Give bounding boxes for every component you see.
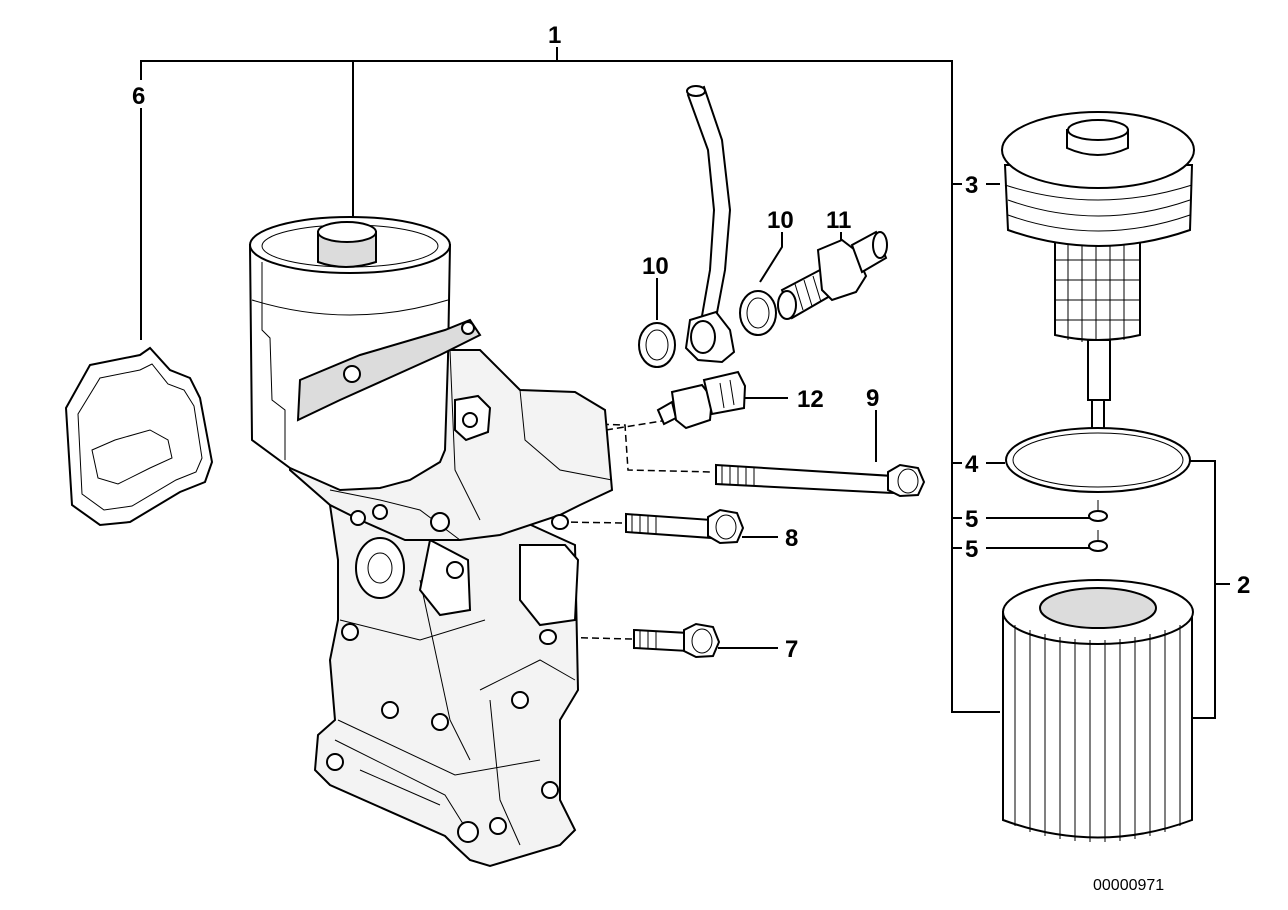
dipstick-tube <box>684 85 736 364</box>
sealing-ring-right <box>739 290 777 336</box>
callout-9: 9 <box>866 385 879 412</box>
callout-7: 7 <box>785 636 798 663</box>
callout-3: 3 <box>965 172 978 199</box>
oil-filter-housing <box>248 216 614 868</box>
filter-element <box>1002 579 1194 842</box>
callout-1: 1 <box>548 22 561 49</box>
callout-8: 8 <box>785 525 798 552</box>
callout-4: 4 <box>965 451 979 478</box>
callout-2: 2 <box>1237 572 1250 599</box>
filter-cover <box>1001 111 1195 467</box>
callout-5-upper: 5 <box>965 506 978 533</box>
callout-12: 12 <box>797 386 824 413</box>
short-bolt <box>633 622 721 659</box>
o-ring-large <box>1005 427 1191 493</box>
long-bolt <box>715 463 926 498</box>
medium-bolt <box>625 508 745 545</box>
callout-11: 11 <box>826 207 851 234</box>
callout-6: 6 <box>132 83 145 110</box>
callout-10-left: 10 <box>642 253 669 280</box>
oil-pressure-switch <box>656 370 747 430</box>
banjo-bolt <box>777 230 888 320</box>
o-ring-small-lower <box>1088 540 1108 552</box>
callout-5-lower: 5 <box>965 536 978 563</box>
gasket <box>64 346 214 527</box>
callout-labels: 1 6 3 10 10 11 12 9 4 5 5 8 7 2 00000971 <box>132 22 1250 894</box>
document-number: 00000971 <box>1093 877 1164 894</box>
o-ring-small-upper <box>1088 510 1108 522</box>
sealing-ring-left <box>638 322 676 368</box>
callout-10-right: 10 <box>767 207 794 234</box>
